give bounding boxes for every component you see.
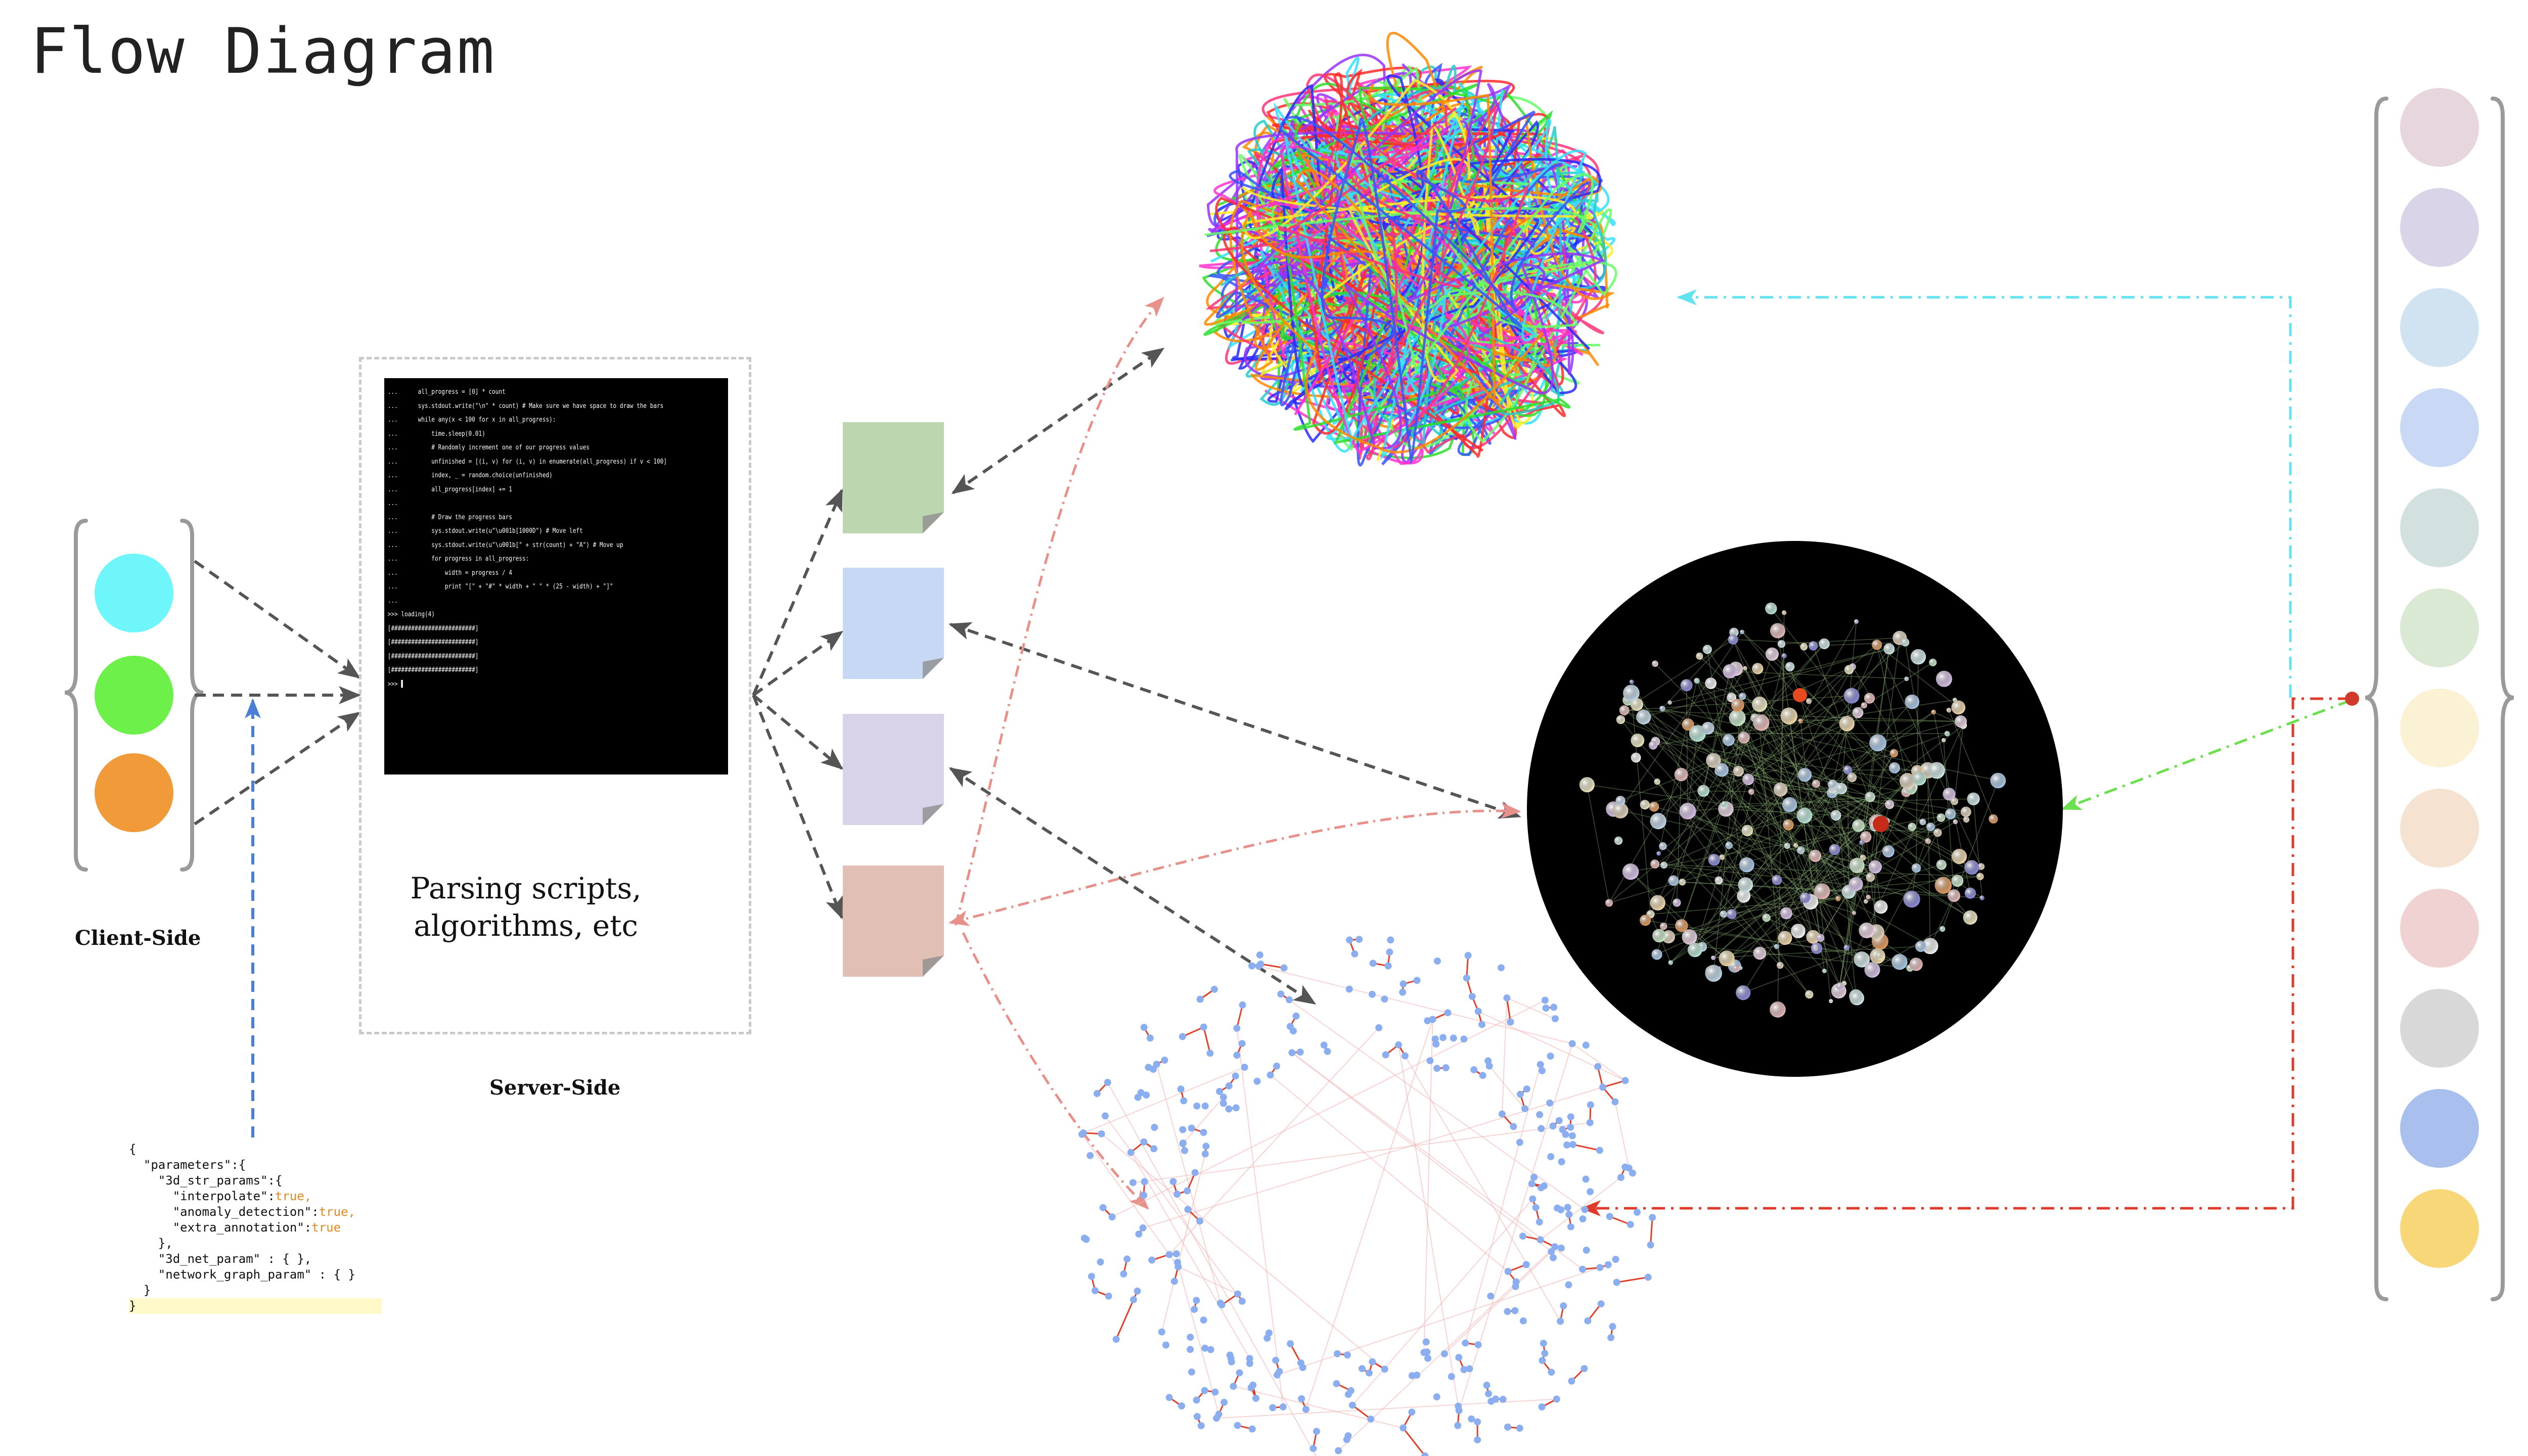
palette-circle-7 — [2400, 689, 2479, 767]
json-line: } — [129, 1298, 382, 1314]
palette-circle-11 — [2400, 1089, 2479, 1168]
palette-circle-1 — [2400, 88, 2479, 167]
pink-arrows — [949, 297, 1521, 1210]
json-line: "3d_net_param" : { }, — [129, 1252, 312, 1266]
documents — [843, 422, 944, 977]
palette-circle-4 — [2400, 388, 2479, 467]
json-line: "interpolate":true, — [129, 1189, 312, 1203]
client-circles — [95, 554, 173, 832]
document-1 — [843, 422, 944, 533]
client-circle-1 — [95, 554, 173, 632]
palette-brace — [2365, 97, 2514, 1301]
page-title: Flow Diagram — [30, 15, 495, 88]
terminal-window: ... all_progress = [0] * count ... sys.s… — [384, 378, 728, 775]
document-3 — [843, 714, 944, 825]
json-params: { "parameters":{ "3d_str_params":{ "inte… — [129, 1142, 382, 1314]
server-side-label: Server-Side — [489, 1076, 621, 1100]
document-4 — [843, 866, 944, 977]
palette-circle-2 — [2400, 188, 2479, 267]
ring-network-visualization — [1078, 936, 1656, 1456]
json-line: "3d_str_params":{ — [129, 1173, 283, 1188]
json-line: { — [129, 1142, 137, 1156]
parsing-caption-line-1: Parsing scripts, — [410, 871, 642, 905]
parsing-caption-line-2: algorithms, etc — [414, 908, 638, 943]
palette-circle-12 — [2400, 1189, 2479, 1268]
palette-circle-10 — [2400, 989, 2479, 1068]
terminal-code: ... all_progress = [0] * count ... sys.s… — [387, 388, 667, 688]
palette-circle-6 — [2400, 588, 2479, 667]
palette-connectors — [1581, 289, 2352, 1216]
network-sphere-visualization — [1579, 602, 2006, 1018]
doc-vis-arrows — [949, 347, 1521, 1005]
client-brace — [64, 519, 204, 872]
client-side-label: Client-Side — [75, 926, 201, 950]
palette-circle-5 — [2400, 488, 2479, 567]
json-line: "anomaly_detection":true, — [129, 1205, 355, 1219]
server-box — [359, 357, 751, 1034]
palette-circle-8 — [2400, 789, 2479, 868]
connector-junction-dot — [2345, 692, 2359, 706]
json-line: }, — [129, 1236, 173, 1250]
document-2 — [843, 568, 944, 679]
client-circle-2 — [95, 656, 173, 735]
json-line: } — [129, 1283, 151, 1297]
json-line: "parameters":{ — [129, 1158, 246, 1172]
tangle-visualization — [1199, 31, 1617, 467]
server-to-docs-arrows — [752, 488, 844, 920]
json-line: "extra_annotation":true — [129, 1220, 341, 1235]
client-circle-3 — [95, 753, 173, 832]
json-line: "network_graph_param" : { } — [129, 1267, 355, 1282]
palette-circle-9 — [2400, 889, 2479, 968]
parsing-caption: Parsing scripts, algorithms, etc — [364, 870, 688, 944]
palette-circle-3 — [2400, 288, 2479, 367]
client-to-server-arrows — [194, 560, 361, 826]
palette-circles — [2400, 88, 2479, 1268]
